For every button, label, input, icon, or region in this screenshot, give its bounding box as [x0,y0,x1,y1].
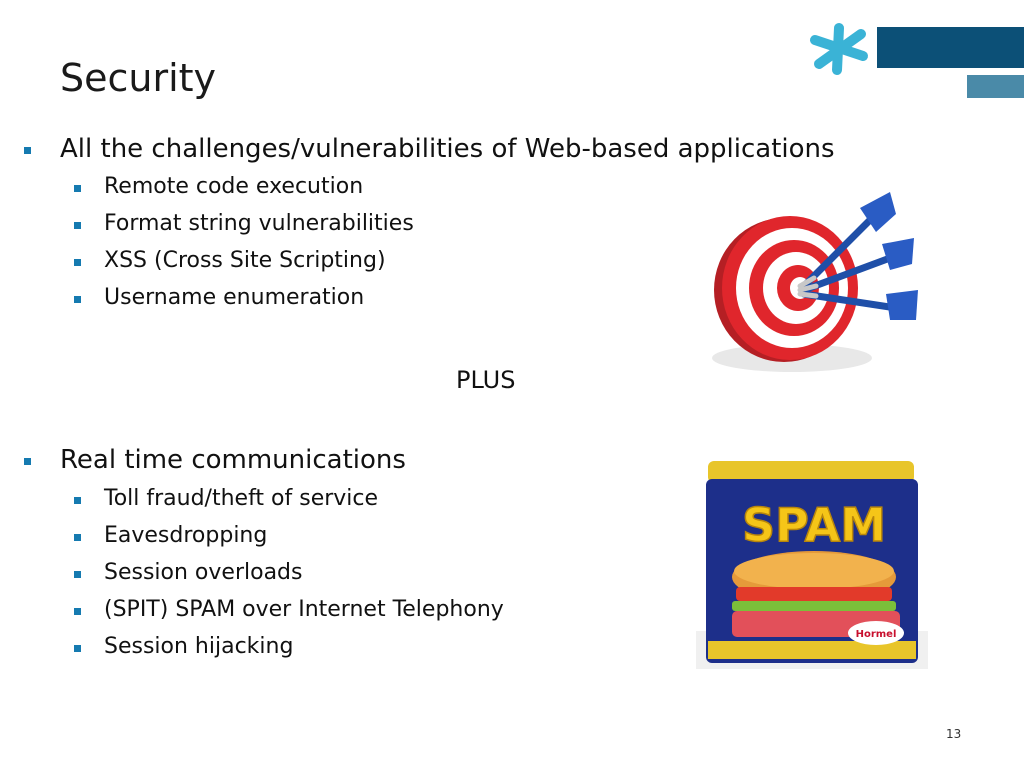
hormel-logo-text: Hormel [856,629,897,640]
bullet-marker [24,147,31,154]
list-item: Username enumeration [104,285,365,310]
asterisk-logo-icon [810,23,868,75]
list-item: (SPIT) SPAM over Internet Telephony [104,597,504,622]
slide-title: Security [60,56,217,100]
list-item: Eavesdropping [104,523,268,548]
bullet-marker [74,259,81,266]
list-item: Session overloads [104,560,303,585]
bullet-marker [74,497,81,504]
spam-brand-text: SPAM [742,498,886,552]
list-item: XSS (Cross Site Scripting) [104,248,386,273]
bullet-marker [74,645,81,652]
list-item: Toll fraud/theft of service [104,486,379,511]
page-number: 13 [946,727,962,741]
list-item: Remote code execution [104,174,364,199]
bullet-marker [74,608,81,615]
header-accent-bar-small [967,75,1024,98]
bullet-marker [74,222,81,229]
list-item: Session hijacking [104,634,294,659]
bullet-marker [74,296,81,303]
spam-can-icon: SPAM Hormel [696,461,928,669]
dartboard-icon [712,192,918,372]
section1-heading: All the challenges/vulnerabilities of We… [60,134,835,164]
bullet-marker [74,571,81,578]
bullet-marker [24,458,31,465]
list-item: Format string vulnerabilities [104,211,414,236]
plus-separator: PLUS [456,366,516,394]
bullet-marker [74,534,81,541]
header-accent-bar [877,27,1024,68]
section2-heading: Real time communications [60,445,406,475]
bullet-marker [74,185,81,192]
